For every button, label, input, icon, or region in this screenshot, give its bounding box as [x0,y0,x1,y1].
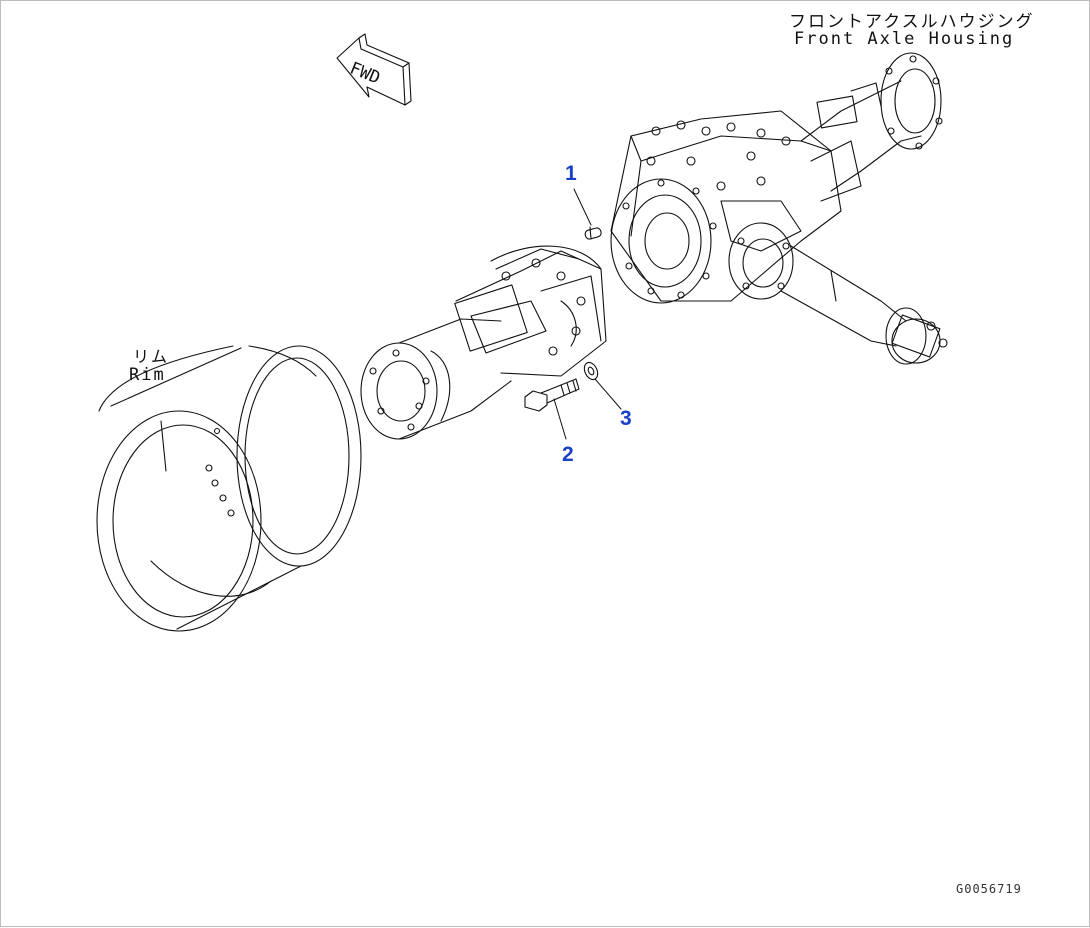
housing-label-en: Front Axle Housing [794,29,1015,49]
leader-lines [553,188,622,440]
drawing-number: G0056719 [956,882,1022,896]
callout-2[interactable]: 2 [562,443,574,466]
housing-label-jp: フロントアクスルハウジング [789,12,1035,32]
rim-label-jp: リム [133,347,170,366]
rim-drawing [96,345,362,632]
rim-label-en: Rim [129,365,166,385]
front-axle-housing-drawing [610,52,948,365]
fwd-arrow-icon: FWD [336,33,412,106]
bolt-part [524,378,580,412]
axle-hub-assembly [360,245,607,440]
fwd-arrow-text: FWD [347,58,383,88]
callout-1[interactable]: 1 [565,162,577,185]
callout-3[interactable]: 3 [620,407,632,430]
washer-part [583,361,599,381]
pin-part [584,226,602,240]
